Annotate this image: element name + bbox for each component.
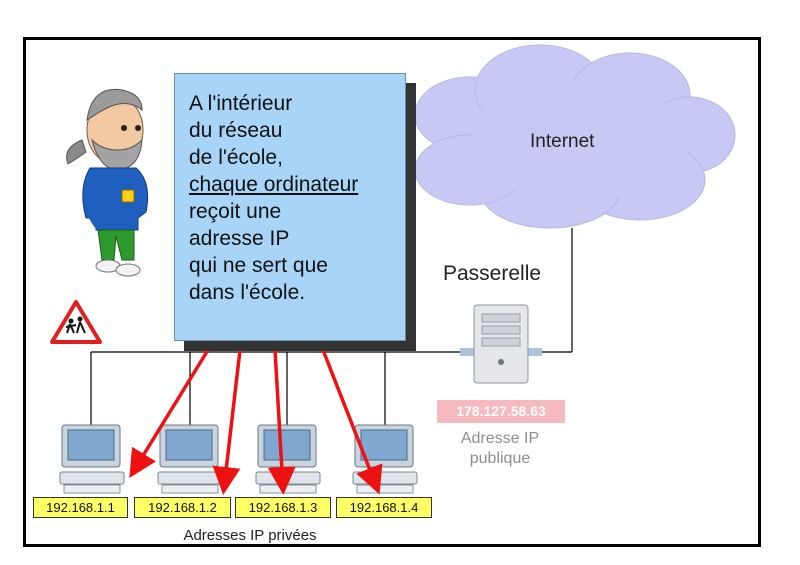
children-warning-sign-icon — [50, 300, 102, 344]
internet-label: Internet — [530, 131, 595, 152]
red-arrows — [129, 349, 383, 495]
note-line: A l'intérieur — [189, 92, 293, 115]
note-line: du réseau — [189, 119, 283, 142]
public-ip-box: 178.127.58.63 — [437, 400, 565, 423]
private-ip-box: 192.168.1.2 — [134, 497, 231, 518]
computer-1 — [59, 424, 125, 494]
private-ip-box: 192.168.1.3 — [235, 497, 331, 518]
computer-2 — [157, 424, 223, 494]
note-line-underlined: chaque ordinateur — [189, 173, 359, 196]
explanation-note: A l'intérieur du réseau de l'école, chaq… — [174, 73, 406, 341]
character-illustration — [66, 88, 149, 277]
arrow-to-computer-2 — [212, 349, 242, 495]
public-ip-label-line: Adresse IP — [460, 430, 540, 447]
note-line: reçoit une — [189, 200, 282, 223]
private-ip-box: 192.168.1.4 — [336, 497, 432, 518]
note-line: dans l'école. — [189, 281, 306, 304]
arrow-to-computer-3 — [267, 349, 296, 495]
private-ip-box: 192.168.1.1 — [33, 497, 128, 518]
gateway-server-icon — [460, 304, 542, 384]
network-lines — [90, 228, 573, 425]
note-line: qui ne sert que — [189, 254, 328, 277]
note-line: de l'école, — [189, 146, 283, 169]
note-line: adresse IP — [189, 227, 290, 250]
computer-3 — [255, 424, 321, 494]
private-ip-label: Adresses IP privées — [183, 527, 317, 544]
internet-cloud — [414, 44, 736, 229]
arrow-to-computer-1 — [129, 349, 210, 478]
public-ip-label: Adresse IP publique — [430, 429, 570, 469]
arrow-to-computer-4 — [321, 349, 383, 495]
gateway-label: Passerelle — [443, 262, 542, 285]
computer-4 — [352, 424, 418, 494]
public-ip-label-line: publique — [469, 450, 531, 467]
